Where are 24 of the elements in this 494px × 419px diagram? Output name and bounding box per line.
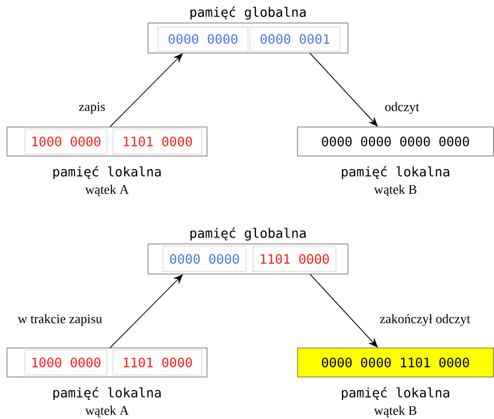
memory-box: 0000 0000 1101 0000: [297, 348, 494, 378]
memory-cell: 1101 0000: [112, 350, 202, 376]
thread-label: wątek B: [374, 406, 416, 418]
memory-cell: 1101 0000: [112, 128, 202, 154]
memory-cell: 0000 0000: [162, 246, 246, 272]
memory-cell: 1101 0000: [252, 246, 336, 272]
edge-label: odczyt: [385, 102, 420, 114]
box-heading: pamięć globalna: [190, 6, 306, 20]
edge-label: w trakcie zapisu: [18, 314, 102, 326]
thread-label: wątek B: [374, 184, 416, 196]
box-heading: pamięć globalna: [190, 227, 306, 241]
box-heading: pamięć lokalna: [342, 166, 450, 180]
box-heading: pamięć lokalna: [53, 386, 161, 400]
memory-cell: 1000 0000: [24, 128, 108, 154]
thread-label: wątek A: [85, 184, 129, 196]
memory-cell: 1000 0000: [24, 350, 108, 376]
box-heading: pamięć lokalna: [342, 386, 450, 400]
memory-box: 0000 0000 0000 0000: [297, 126, 494, 156]
edge-label: zakończył odczyt: [380, 314, 470, 326]
memory-cell: 0000 0000: [158, 26, 248, 52]
box-heading: pamięć lokalna: [53, 166, 161, 180]
thread-label: wątek A: [85, 406, 129, 418]
memory-cell: 0000 0001: [250, 26, 340, 52]
edge-label: zapis: [79, 102, 105, 114]
